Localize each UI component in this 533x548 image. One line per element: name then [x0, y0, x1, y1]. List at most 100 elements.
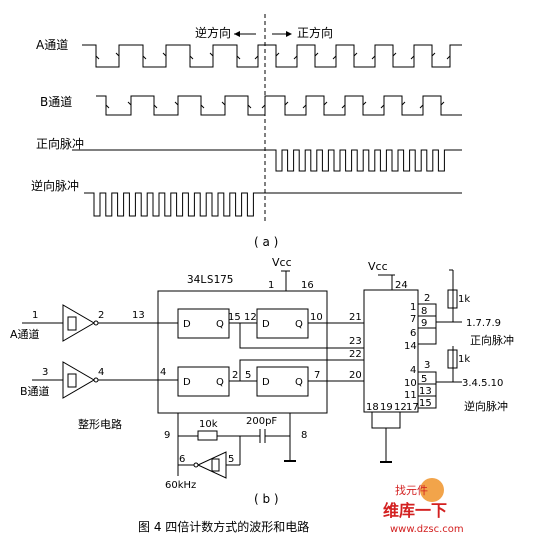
ff3-d: D: [183, 377, 191, 388]
pin-s3: 3: [424, 360, 430, 371]
shaper-label: 整形电路: [78, 417, 122, 431]
pin-18-label: 18: [366, 402, 379, 413]
forward-pulse-waveform: [72, 149, 462, 172]
buffer-a-bubble: [93, 320, 99, 326]
pin-4-ic-label: 4: [160, 367, 166, 378]
waveform-panel: 逆方向 正方向 A通道 B通道: [31, 14, 462, 249]
pin-s15: 15: [419, 398, 432, 409]
pin-8-label: 8: [301, 430, 307, 441]
reverse-direction-label: 逆方向: [195, 25, 231, 40]
figure-caption: 图 4 四倍计数方式的波形和电路: [138, 519, 309, 534]
pullup-resistor-2: [447, 349, 458, 369]
ic1-vcc-label: Vcc: [272, 256, 292, 269]
pin-s10: 10: [404, 378, 417, 389]
sublabel-b: ( b ): [254, 492, 279, 506]
pin-5-ff-label: 5: [245, 370, 251, 381]
pin-r1: 1: [410, 302, 416, 313]
pin-2-ff-label: 2: [232, 370, 238, 381]
pin-group-forward: [417, 303, 437, 345]
watermark-url: www.dzsc.com: [390, 524, 464, 535]
forward-out-pins: 1.7.7.9: [466, 318, 501, 329]
pin-6-label: 6: [179, 454, 185, 465]
sublabel-a: ( a ): [254, 235, 278, 249]
reverse-pulse-label: 逆向脉冲: [31, 178, 79, 193]
ff1-d: D: [183, 319, 191, 330]
pin-r8: 8: [421, 306, 427, 317]
capacitor-label: 200pF: [246, 416, 277, 427]
buffer-b-icon: [62, 361, 95, 399]
channel-a-label: A通道: [36, 38, 68, 52]
ic2-body: [363, 289, 419, 413]
ff4-d: D: [262, 377, 270, 388]
reverse-pulse-waveform: [84, 192, 462, 217]
ic2-bottom-loop: [371, 412, 401, 429]
ff2-d: D: [262, 319, 270, 330]
pin-7-label: 7: [314, 370, 320, 381]
pin-s11: 11: [404, 390, 417, 401]
pin-21-label: 21: [349, 312, 362, 323]
pin-r7: 7: [410, 314, 416, 325]
pullup-2-label: 1k: [458, 354, 470, 365]
reverse-out-pins: 3.4.5.10: [462, 378, 503, 389]
forward-out-label: 正向脉冲: [470, 333, 514, 347]
watermark-badge-icon: [420, 478, 444, 502]
watermark-badge: 找元件: [395, 483, 428, 497]
pin-1-label: 1: [268, 280, 274, 291]
pin-5-osc-label: 5: [228, 454, 234, 465]
inverter-bubble: [193, 462, 199, 468]
pin-r2: 2: [424, 293, 430, 304]
resistor-label: 10k: [199, 419, 218, 430]
pin-r14: 14: [404, 341, 417, 352]
channel-b-waveform: [96, 95, 462, 116]
forward-arrowhead-icon: [286, 31, 292, 37]
pin-20-label: 20: [349, 370, 362, 381]
wire-tap-23: [239, 323, 364, 349]
channel-b-edge-markers: [105, 101, 445, 109]
buffer-a-out-pin: 2: [98, 310, 104, 321]
ic1-name: 34LS175: [187, 273, 233, 286]
pin-22-label: 22: [349, 349, 362, 360]
forward-pulse-label: 正向脉冲: [36, 136, 84, 151]
ff2-q: Q: [295, 319, 303, 330]
input-a-pin: 1: [32, 310, 38, 321]
pin-s5: 5: [421, 374, 427, 385]
buffer-a-icon: [62, 304, 95, 342]
pin-r6: 6: [410, 328, 416, 339]
ff3-q: Q: [216, 377, 224, 388]
channel-a-waveform: [82, 44, 462, 68]
channel-b-label: B通道: [40, 95, 72, 109]
buffer-b-out-pin: 4: [98, 367, 104, 378]
input-a-label: A通道: [10, 327, 40, 341]
buffer-b-bubble: [93, 377, 99, 383]
channel-a-edge-markers: [95, 52, 451, 60]
schmitt-osc-icon: [211, 458, 220, 472]
schmitt-b-icon: [67, 373, 77, 388]
reverse-arrowhead-icon: [234, 31, 240, 37]
pin-s13: 13: [419, 386, 432, 397]
pin-16-label: 16: [301, 280, 314, 291]
frequency-label: 60kHz: [165, 480, 196, 491]
pin-17-label: 17: [406, 402, 419, 413]
reverse-out-label: 逆向脉冲: [464, 399, 508, 413]
watermark-brand: 维库一下: [383, 501, 447, 520]
pin-r9: 9: [421, 318, 427, 329]
wire-tap-22: [239, 359, 364, 381]
ic2-vcc-label: Vcc: [368, 260, 388, 273]
pin-s4: 4: [410, 365, 416, 376]
pin-12-label: 12: [244, 312, 257, 323]
pullup-1-label: 1k: [458, 294, 470, 305]
schmitt-a-icon: [67, 316, 77, 331]
ic1-body: [157, 290, 328, 414]
pin-13-label: 13: [132, 310, 145, 321]
pin-15-label: 15: [228, 312, 241, 323]
pin-19-label: 19: [380, 402, 393, 413]
pin-23-label: 23: [349, 336, 362, 347]
circuit-panel: 34LS175 Vcc 1 16 D Q D Q D Q D Q 15 12 2…: [10, 256, 514, 506]
resistor-10k: [197, 430, 218, 441]
ff4-q: Q: [295, 377, 303, 388]
input-b-label: B通道: [20, 384, 50, 398]
input-b-pin: 3: [42, 367, 48, 378]
pin-10-label: 10: [310, 312, 323, 323]
pin-9-label: 9: [164, 430, 170, 441]
